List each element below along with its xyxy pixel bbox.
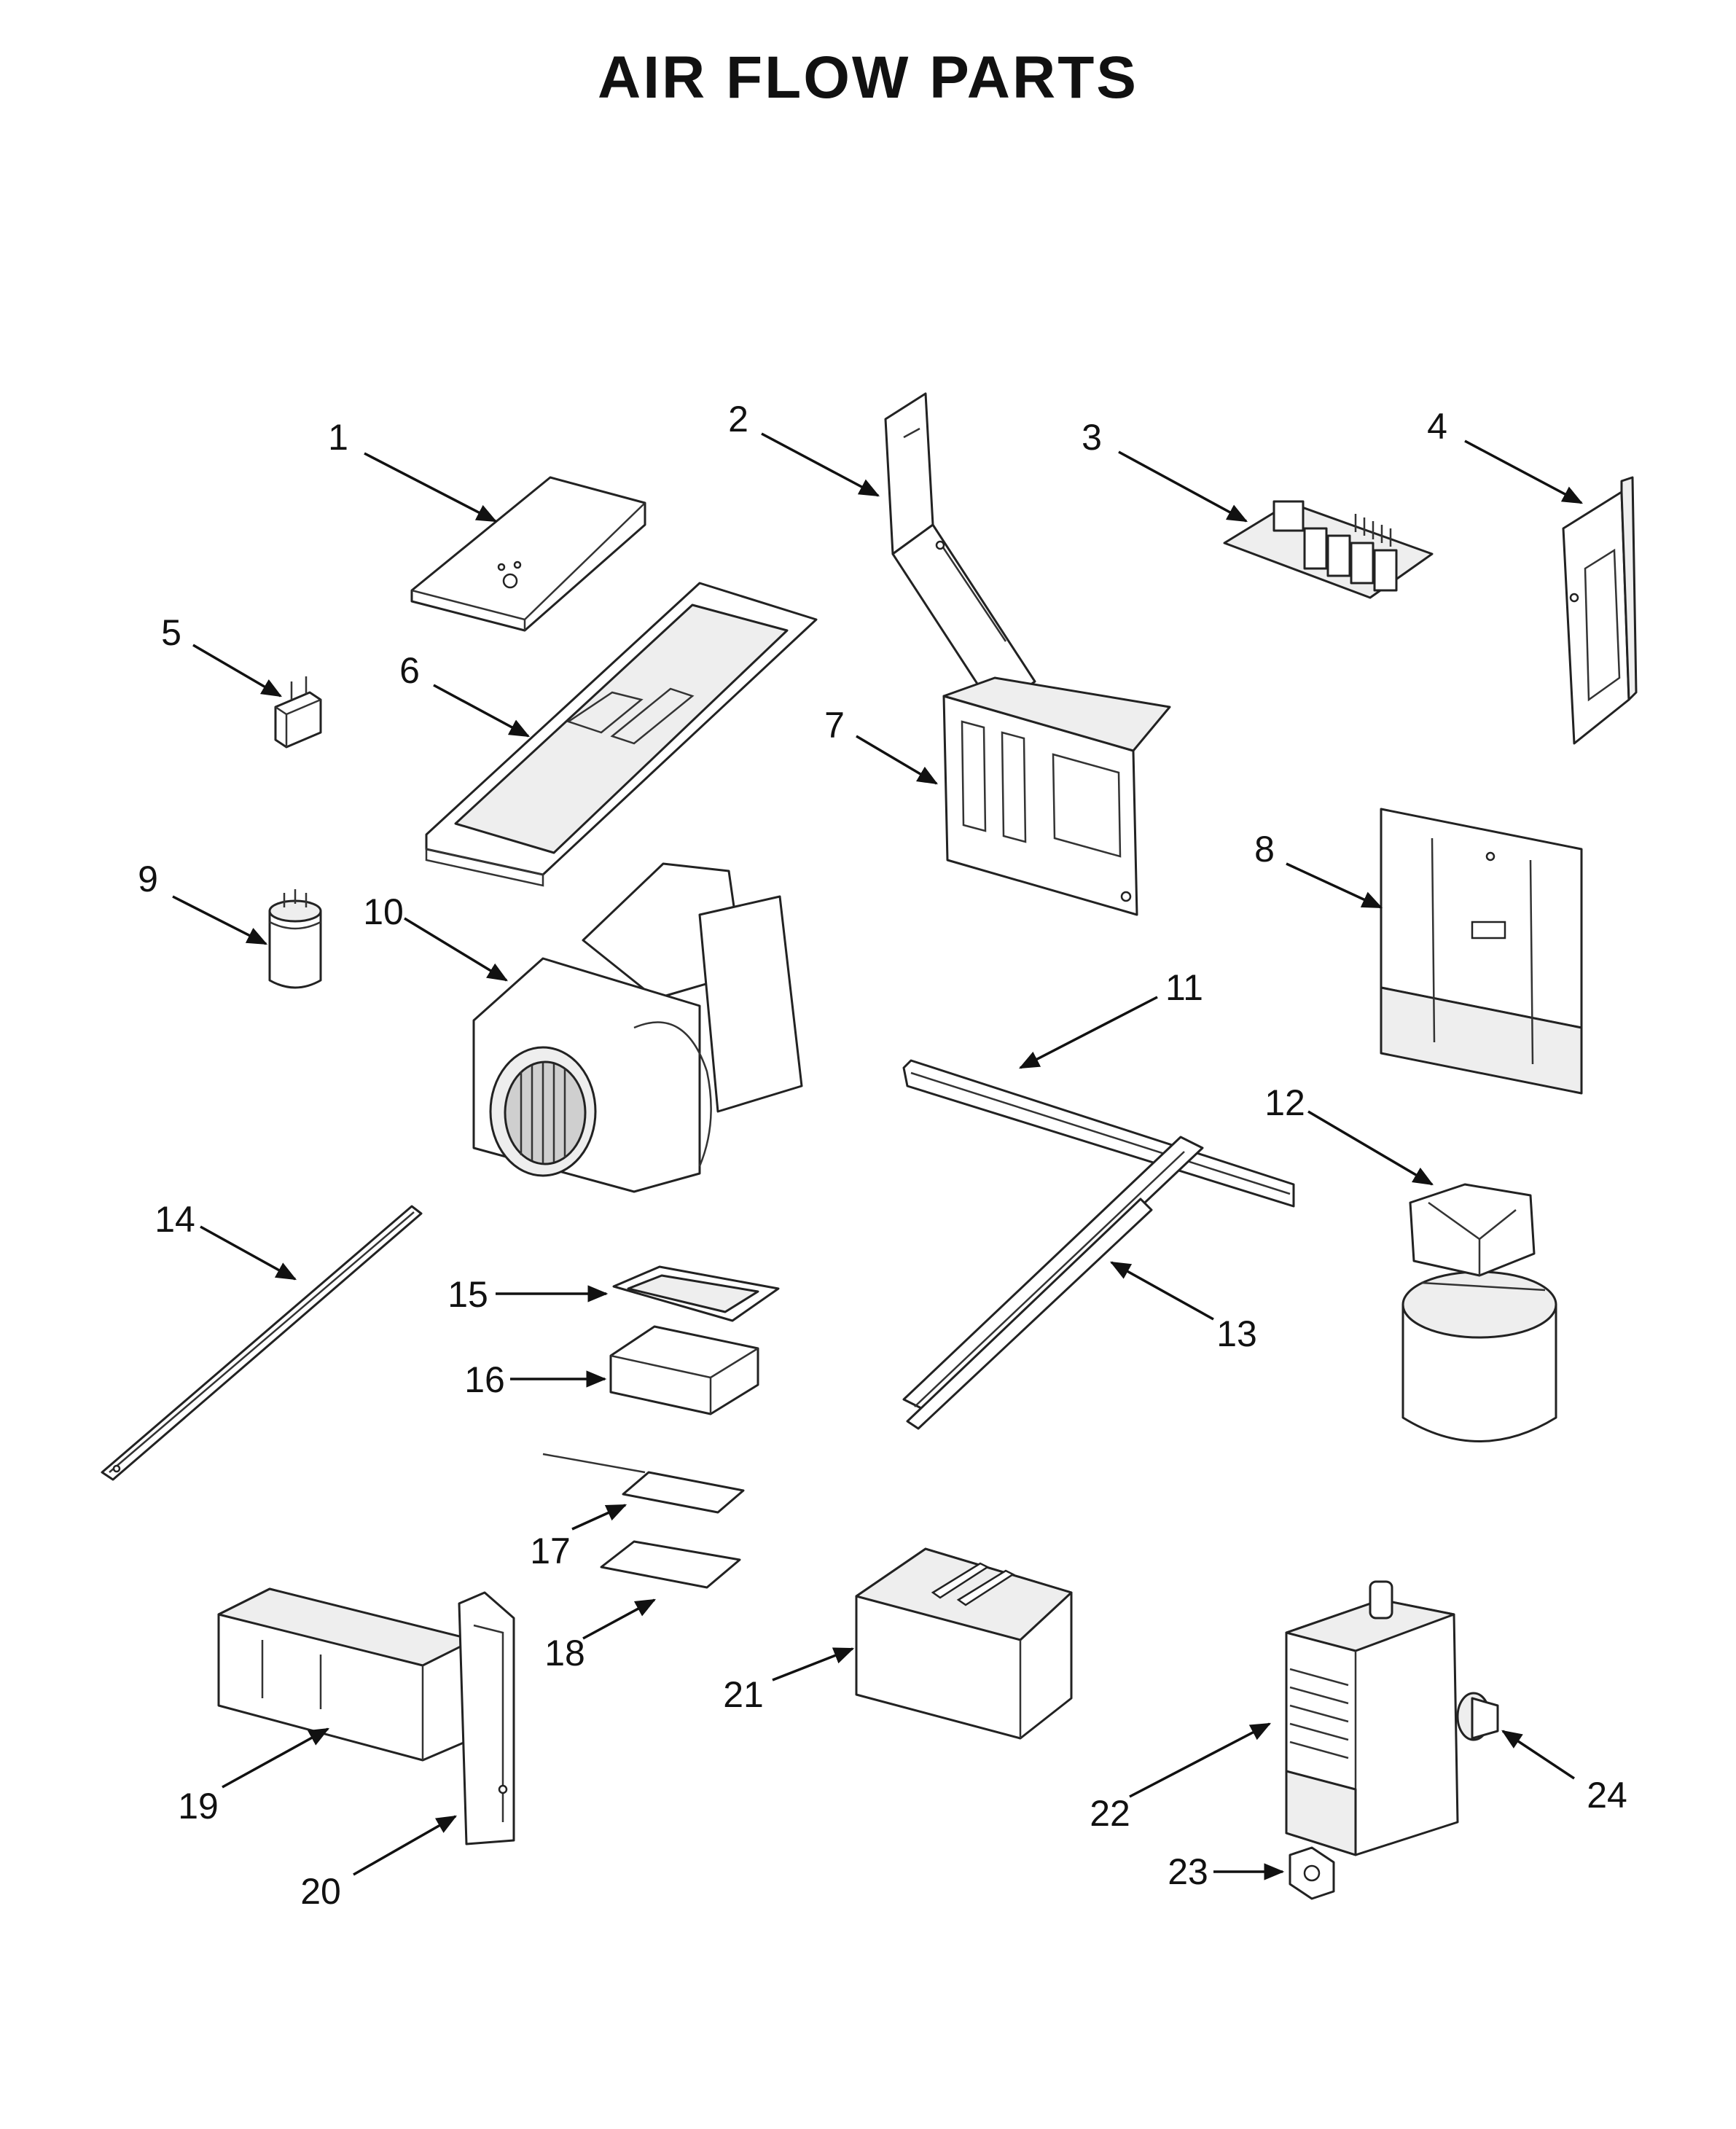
part-4-side-bracket	[1562, 476, 1638, 745]
callout-14: 14	[155, 1199, 195, 1240]
callout-20: 20	[300, 1871, 341, 1912]
callout-13: 13	[1216, 1313, 1257, 1354]
leader-17	[571, 1504, 627, 1531]
callout-4: 4	[1427, 406, 1447, 447]
part-9-run-capacitor	[268, 889, 322, 989]
callout-8: 8	[1254, 829, 1275, 870]
leader-5	[192, 644, 283, 698]
part-6-duct-plate	[425, 582, 818, 887]
part-24-antenna-cap	[1456, 1692, 1499, 1741]
part-23-clip	[1289, 1846, 1335, 1900]
callout-10: 10	[363, 891, 404, 932]
callout-1: 1	[328, 417, 348, 458]
part-2-bracket	[884, 392, 1036, 712]
part-18-sheet	[600, 1540, 741, 1589]
callout-7: 7	[824, 705, 845, 746]
callout-16: 16	[464, 1359, 505, 1400]
part-17-pad	[542, 1453, 745, 1514]
diagram-title: AIR FLOW PARTS	[598, 44, 1138, 111]
leader-21	[772, 1647, 855, 1681]
leader-arrows	[172, 432, 1584, 1880]
leader-18	[582, 1598, 657, 1640]
part-1-cover	[410, 476, 646, 632]
callout-3: 3	[1082, 417, 1102, 458]
callout-23: 23	[1168, 1851, 1208, 1892]
part-12-motor	[1401, 1183, 1557, 1442]
leader-6	[433, 684, 531, 738]
leader-9	[172, 895, 268, 945]
leader-4	[1464, 440, 1584, 504]
callout-22: 22	[1090, 1793, 1130, 1834]
leader-19	[222, 1727, 330, 1789]
leader-3	[1118, 450, 1248, 523]
leader-14	[200, 1225, 297, 1281]
leader-24	[1501, 1730, 1575, 1780]
leader-2	[761, 432, 880, 497]
leader-13	[1109, 1261, 1214, 1321]
leader-10	[404, 917, 508, 982]
part-15-filter-frame	[612, 1265, 780, 1322]
leader-11	[1018, 996, 1158, 1069]
callout-2: 2	[728, 399, 748, 440]
leader-1	[364, 452, 498, 523]
callout-19: 19	[178, 1786, 219, 1827]
callout-15: 15	[447, 1274, 488, 1315]
part-8-panel	[1380, 808, 1583, 1095]
part-3-circuit-board	[1223, 500, 1434, 599]
part-19-tray	[217, 1587, 475, 1762]
part-14-strip	[101, 1205, 423, 1481]
leader-8	[1286, 862, 1383, 909]
part-16-channel	[609, 1325, 759, 1415]
callout-17: 17	[530, 1531, 571, 1571]
leader-12	[1307, 1110, 1434, 1186]
callout-21: 21	[723, 1674, 764, 1715]
part-21-bracket	[855, 1547, 1073, 1740]
leader-7	[856, 735, 939, 785]
callout-9: 9	[138, 859, 158, 899]
part-5-capacitor	[274, 676, 322, 749]
callout-18: 18	[544, 1633, 585, 1673]
part-13-rail	[902, 1136, 1204, 1430]
part-7-mounting-plate	[942, 676, 1171, 916]
part-22-magnetron	[1285, 1580, 1459, 1856]
callout-5: 5	[161, 612, 181, 653]
leader-20	[353, 1815, 458, 1876]
leader-22	[1129, 1722, 1272, 1798]
part-10-blower	[472, 862, 803, 1193]
part-20-vertical-bracket	[458, 1591, 515, 1845]
callout-6: 6	[399, 650, 420, 691]
callout-24: 24	[1587, 1775, 1627, 1816]
callout-labels: 1 2 3 4 5 6 7 8 9 10 11 12 13 14 15 16 1…	[138, 399, 1627, 1912]
callout-11: 11	[1165, 967, 1203, 1008]
part-11-rail	[902, 1059, 1295, 1208]
callout-12: 12	[1264, 1082, 1305, 1123]
